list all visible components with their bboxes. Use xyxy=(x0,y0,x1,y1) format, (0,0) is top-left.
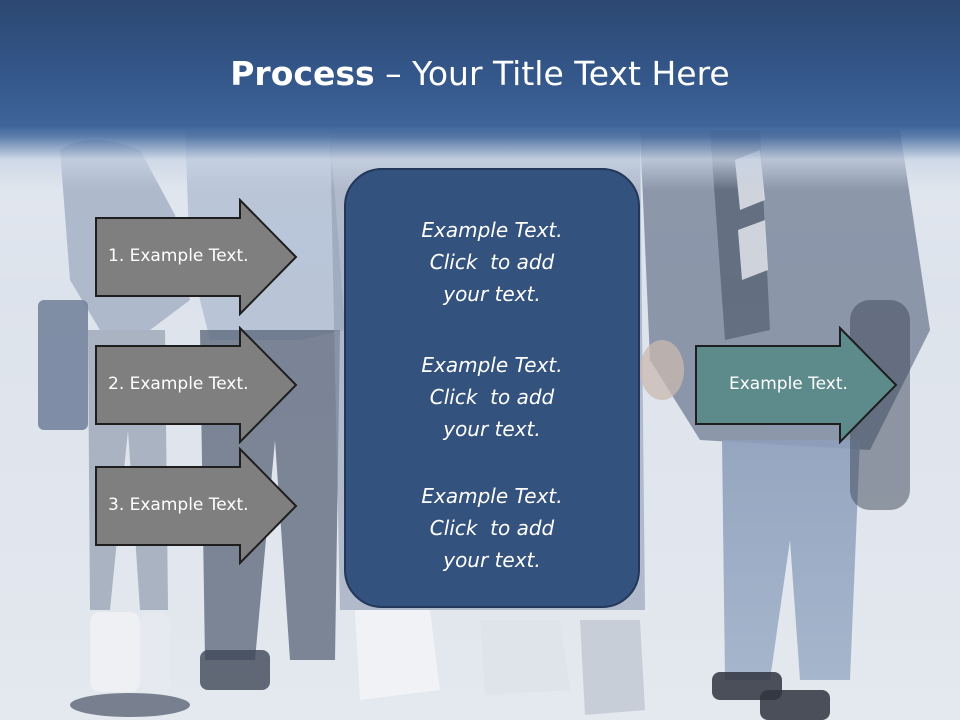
center-text-line: Click to add xyxy=(429,385,555,409)
center-text-line: Example Text. xyxy=(421,218,563,242)
title-rest: – Your Title Text Here xyxy=(374,54,730,93)
title-band xyxy=(0,0,960,190)
step-label-3: 3. Example Text. xyxy=(108,495,249,515)
step-arrow-3[interactable]: 3. Example Text. xyxy=(94,447,300,565)
center-content-box[interactable]: Example Text. Click to add your text. Ex… xyxy=(344,168,640,608)
center-text-line: Click to add xyxy=(429,250,555,274)
center-text-line: your text. xyxy=(443,548,541,572)
arrow-right-shape xyxy=(95,447,298,565)
center-text-line: your text. xyxy=(443,417,541,441)
slide-title[interactable]: Process – Your Title Text Here xyxy=(0,52,960,96)
center-text-block-2[interactable]: Example Text. Click to add your text. xyxy=(346,349,638,445)
step-arrow-2[interactable]: 2. Example Text. xyxy=(94,326,300,444)
center-text-line: Example Text. xyxy=(421,484,563,508)
center-text-line: your text. xyxy=(443,282,541,306)
center-text-block-3[interactable]: Example Text. Click to add your text. xyxy=(346,480,638,576)
output-label: Example Text. xyxy=(729,374,848,394)
title-bold: Process xyxy=(230,54,375,93)
step-label-2: 2. Example Text. xyxy=(108,374,249,394)
step-arrow-1[interactable]: 1. Example Text. xyxy=(94,198,300,316)
center-text-block-1[interactable]: Example Text. Click to add your text. xyxy=(346,214,638,310)
center-text-line: Click to add xyxy=(429,516,555,540)
arrow-right-shape xyxy=(95,326,298,444)
step-label-1: 1. Example Text. xyxy=(108,246,249,266)
center-text-line: Example Text. xyxy=(421,353,563,377)
output-arrow[interactable]: Example Text. xyxy=(694,326,900,444)
arrow-right-shape xyxy=(95,198,298,316)
arrow-right-shape xyxy=(695,326,898,444)
